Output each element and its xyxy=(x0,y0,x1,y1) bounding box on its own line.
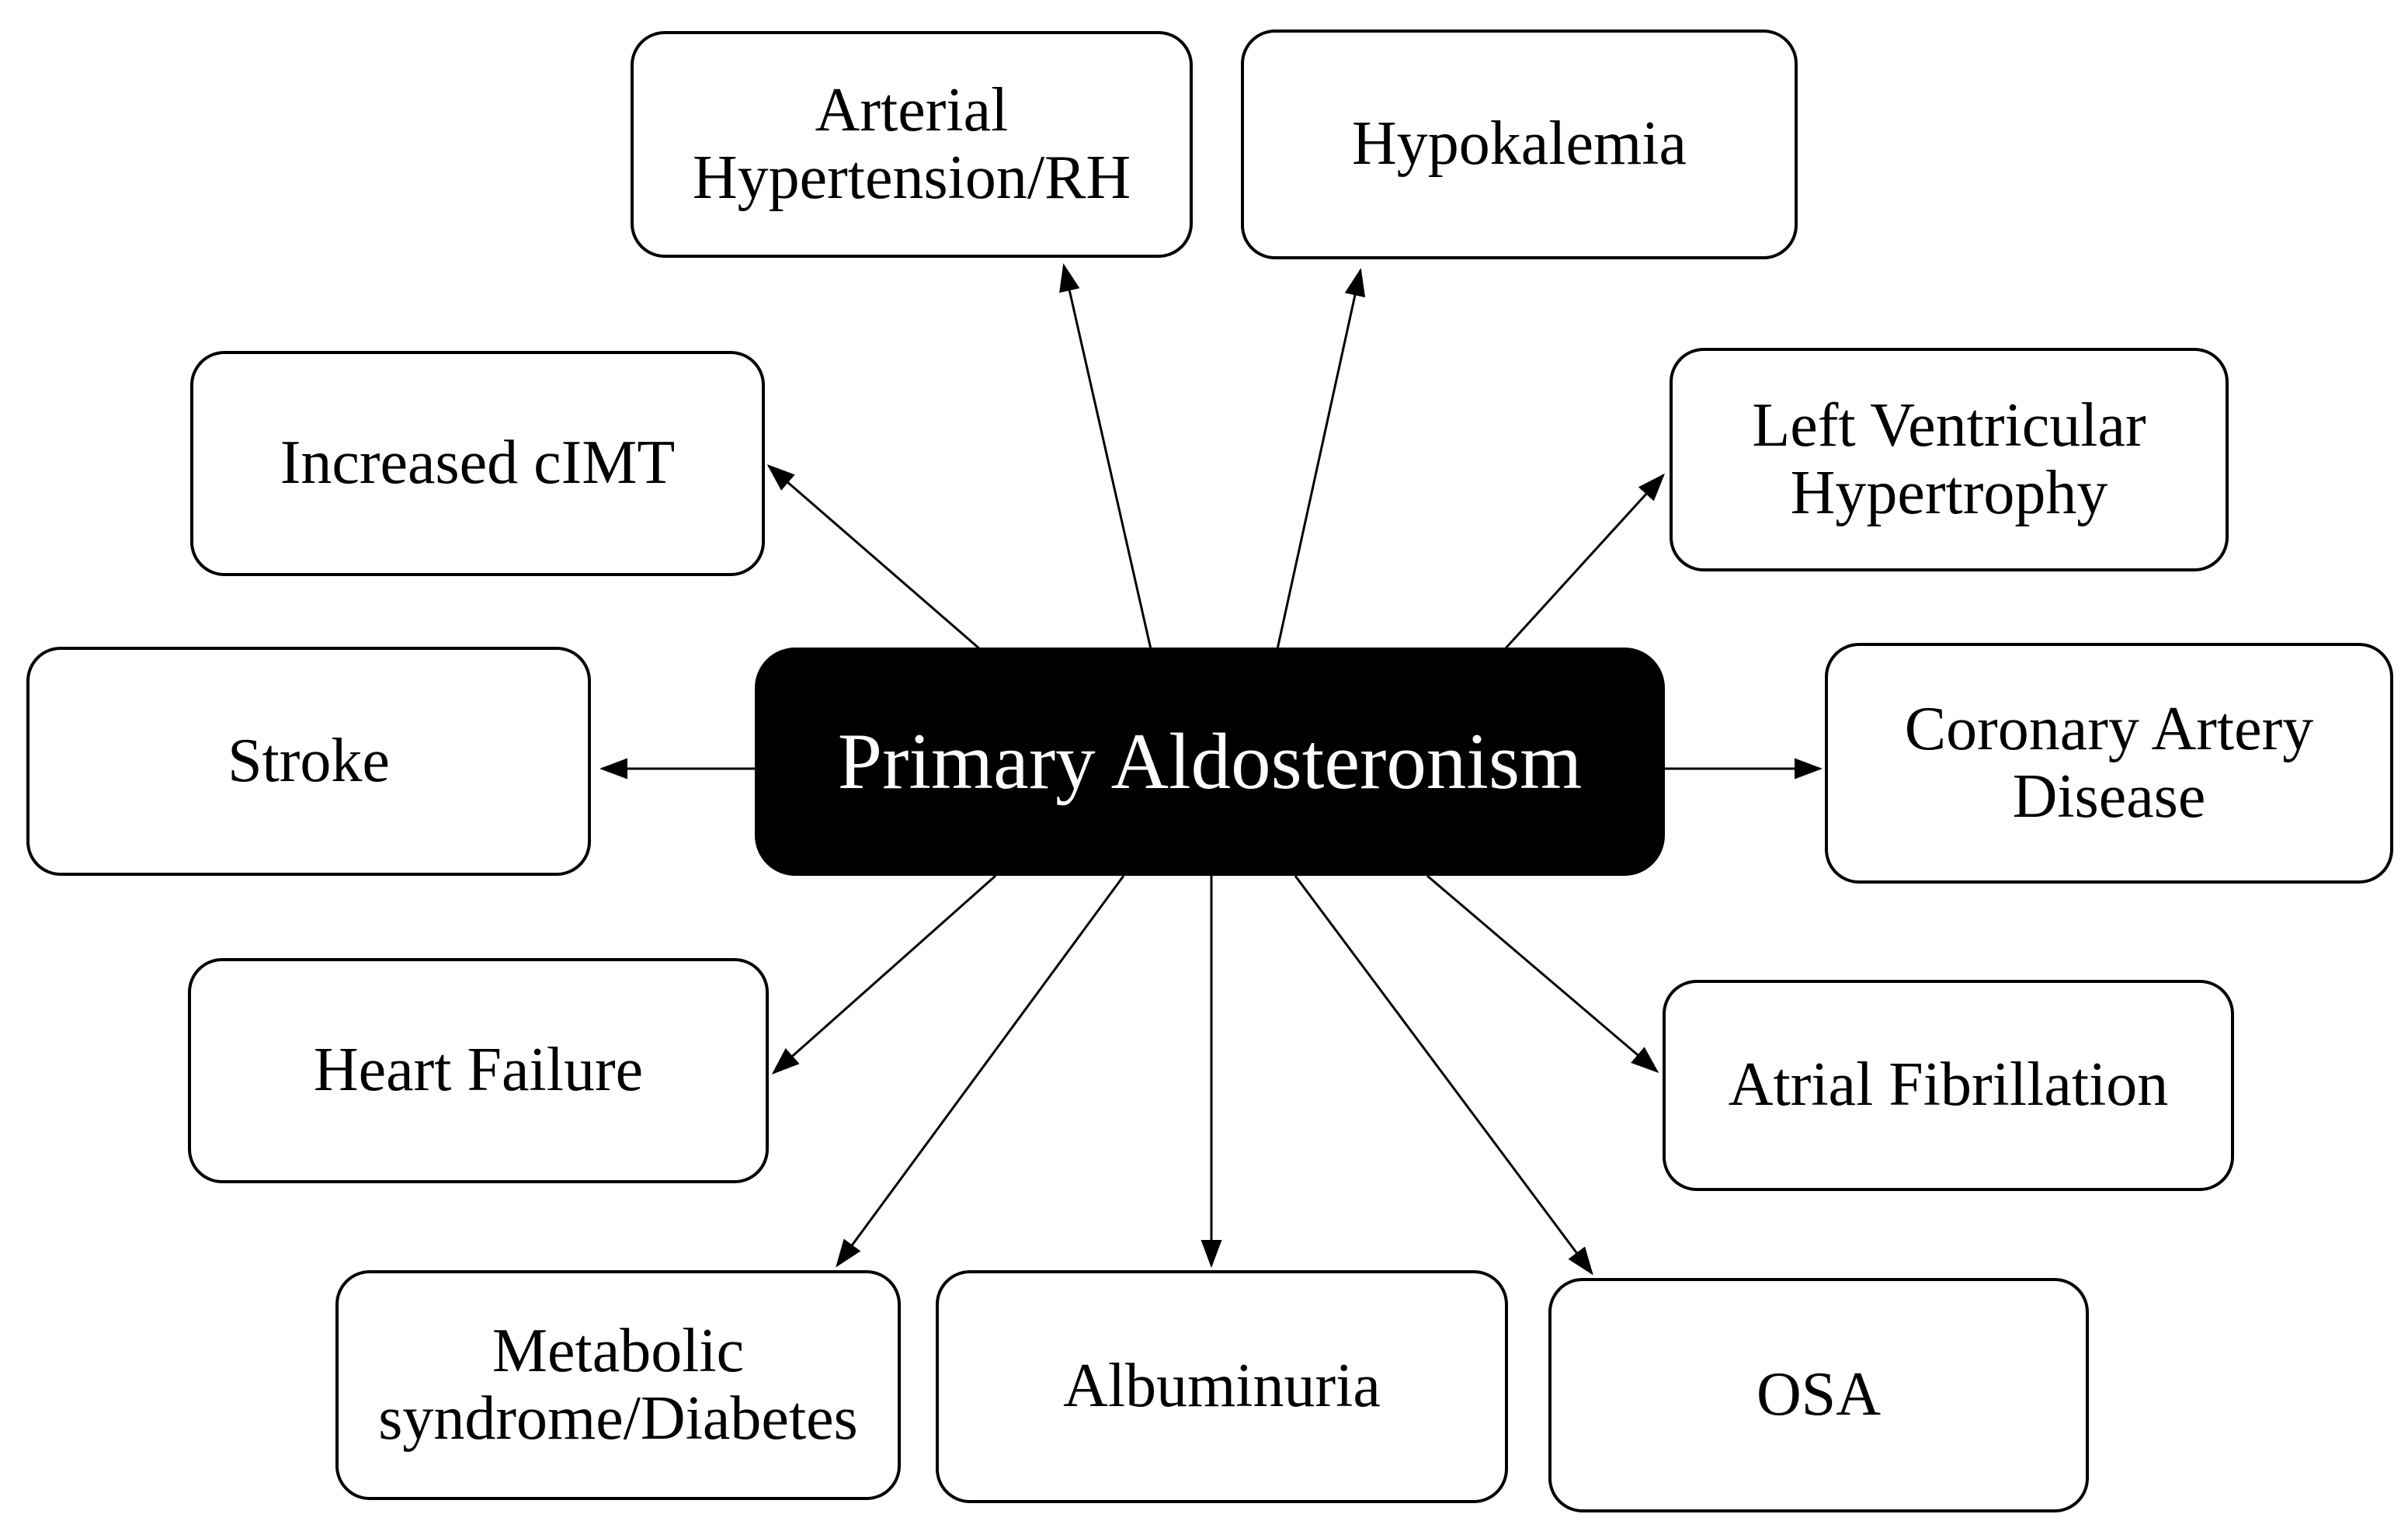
edge-center-to-metabolic-syndrome-diabetes xyxy=(836,875,1125,1268)
node-coronary-artery-disease: Coronary Artery Disease xyxy=(1825,643,2393,884)
node-label-arterial-hypertension-rh: Arterial Hypertension/RH xyxy=(692,75,1131,212)
node-primary-aldosteronism: Primary Aldosteronism xyxy=(755,648,1665,876)
node-hypokalemia: Hypokalemia xyxy=(1241,30,1798,259)
node-osa: OSA xyxy=(1548,1278,2089,1512)
node-arterial-hypertension-rh: Arterial Hypertension/RH xyxy=(631,31,1193,258)
node-label-left-ventricular-hypertrophy: Left Ventricular Hypertrophy xyxy=(1752,391,2146,527)
node-increased-cimt: Increased cIMT xyxy=(190,351,765,576)
edge-center-to-hypokalemia xyxy=(1276,268,1366,650)
edge-center-to-arterial-hypertension-rh xyxy=(1059,263,1152,650)
node-albuminuria: Albuminuria xyxy=(936,1270,1508,1503)
node-label-metabolic-syndrome-diabetes: Metabolic syndrome/Diabetes xyxy=(378,1316,858,1453)
node-heart-failure: Heart Failure xyxy=(188,958,769,1183)
edge-center-to-heart-failure xyxy=(771,874,996,1075)
node-stroke: Stroke xyxy=(26,647,591,876)
node-label-stroke: Stroke xyxy=(228,726,390,795)
node-label-albuminuria: Albuminuria xyxy=(1063,1352,1381,1421)
edge-center-to-osa xyxy=(1294,875,1593,1276)
node-metabolic-syndrome-diabetes: Metabolic syndrome/Diabetes xyxy=(335,1270,901,1500)
edge-center-to-atrial-fibrillation xyxy=(1426,874,1659,1073)
node-label-heart-failure: Heart Failure xyxy=(313,1036,644,1105)
node-left-ventricular-hypertrophy: Left Ventricular Hypertrophy xyxy=(1670,348,2229,571)
node-label-hypokalemia: Hypokalemia xyxy=(1352,109,1687,179)
node-label-primary-aldosteronism: Primary Aldosteronism xyxy=(837,717,1583,806)
node-label-osa: OSA xyxy=(1756,1360,1882,1429)
edge-center-to-increased-cimt xyxy=(766,464,981,651)
node-atrial-fibrillation: Atrial Fibrillation xyxy=(1663,980,2234,1191)
node-label-atrial-fibrillation: Atrial Fibrillation xyxy=(1728,1050,2169,1120)
node-label-increased-cimt: Increased cIMT xyxy=(280,429,676,498)
node-label-coronary-artery-disease: Coronary Artery Disease xyxy=(1904,694,2314,831)
edge-center-to-left-ventricular-hypertrophy xyxy=(1503,473,1666,651)
